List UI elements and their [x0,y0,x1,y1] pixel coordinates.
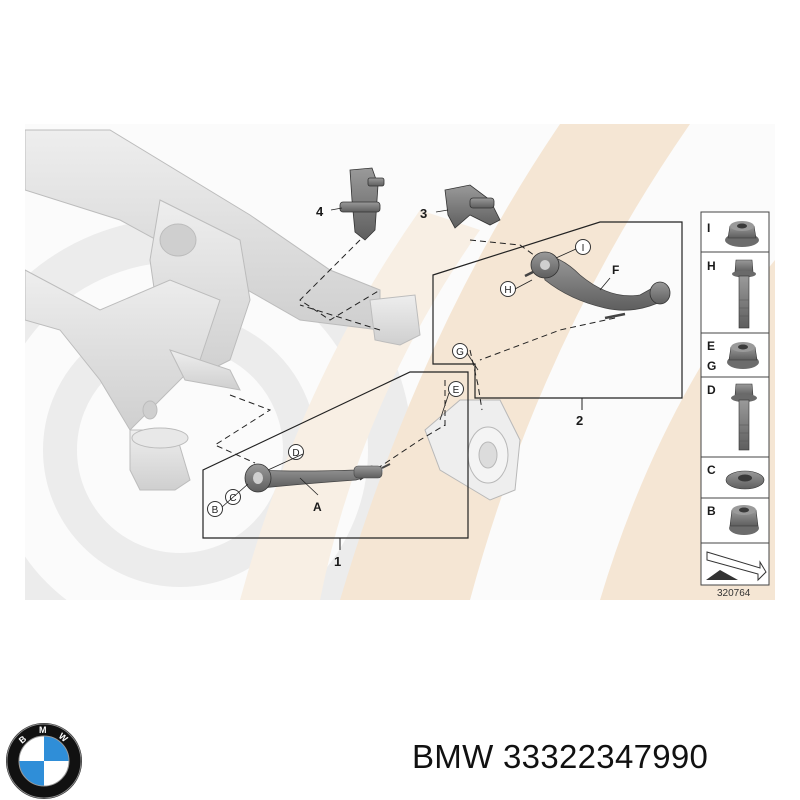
svg-text:D: D [292,448,299,459]
svg-text:I: I [582,243,585,254]
legend-letter-d: D [707,383,716,397]
control-arm-f [524,251,671,320]
lock-nut-icon [729,505,759,535]
svg-text:E: E [453,385,460,396]
circle-label-e: E [448,381,464,397]
kit-frame-1 [202,371,469,539]
flange-bolt-icon [731,383,757,451]
svg-text:G: G [456,347,464,358]
legend-letter-e: E [707,339,715,353]
hex-bolt-icon [732,259,756,329]
drawing-number: 320764 [717,588,751,599]
part-number: 33322347990 [503,738,709,775]
circle-label-h: H [500,281,516,297]
circle-label-b: B [207,501,223,517]
legend-letter-h: H [707,259,716,273]
svg-text:H: H [504,285,511,296]
bmw-logo: B M W [6,723,82,799]
legend-letter-i: I [707,221,710,235]
part-label-a: A [313,500,322,514]
hex-nut-icon [727,342,759,369]
logo-letter-m: M [39,725,47,735]
callout-4: 4 [316,204,324,219]
legend-letter-g: G [707,359,716,373]
wheel-carrier [424,399,521,501]
control-arm-a [244,463,391,493]
svg-text:B: B [212,505,219,516]
callout-3: 3 [420,206,427,221]
logo-letter-b: B [17,733,29,745]
bracket-3 [444,184,501,229]
flange-nut-icon [725,221,759,247]
legend-letter-c: C [707,463,716,477]
hardware-legend: I H E G D [700,211,770,586]
callout-2: 2 [576,413,583,428]
rear-subframe [25,129,421,491]
svg-text:C: C [229,493,236,504]
brand-name: BMW [412,738,494,775]
bracket-4 [339,167,385,241]
washer-icon [725,470,765,490]
part-label-f: F [612,263,619,277]
circle-label-g: G [452,343,468,359]
kit-frame-2 [432,221,683,399]
part-caption: BMW 33322347990 [412,738,708,776]
torque-arrow-icon [706,551,767,582]
legend-letter-b: B [707,504,716,518]
circle-label-i: I [575,239,591,255]
callout-1: 1 [334,554,341,569]
